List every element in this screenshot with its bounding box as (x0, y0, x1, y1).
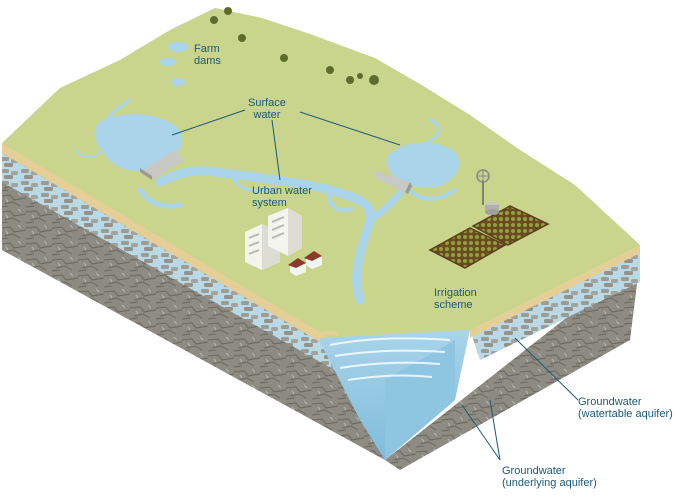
windmill-icon (476, 169, 490, 205)
dam-wall-icon (372, 170, 412, 194)
surface-water-label: Surface water (248, 97, 286, 121)
right-rock-face (385, 245, 640, 470)
leader-lines (171, 109, 579, 461)
building-icon (245, 208, 302, 270)
tree-icon (210, 7, 379, 85)
groundwater-watertable-label: Groundwater (watertable aquifer) (578, 396, 673, 420)
groundwater-underlying-label: Groundwater (underlying aquifer) (502, 465, 597, 489)
river-gorge (316, 330, 470, 460)
house-icon (288, 251, 322, 276)
right-reservoir (386, 142, 460, 189)
urban-water-system-label: Urban water system (252, 185, 312, 209)
dam-wall-icon (140, 150, 185, 180)
farm-dams-label: Farm dams (194, 43, 221, 67)
irrigation-scheme-label: Irrigation scheme (434, 287, 477, 311)
crop-field-icon (428, 205, 550, 269)
farm-dams (160, 42, 188, 86)
water-tank-icon (485, 202, 499, 215)
left-reservoir (94, 114, 182, 172)
left-rock-face (2, 143, 385, 460)
